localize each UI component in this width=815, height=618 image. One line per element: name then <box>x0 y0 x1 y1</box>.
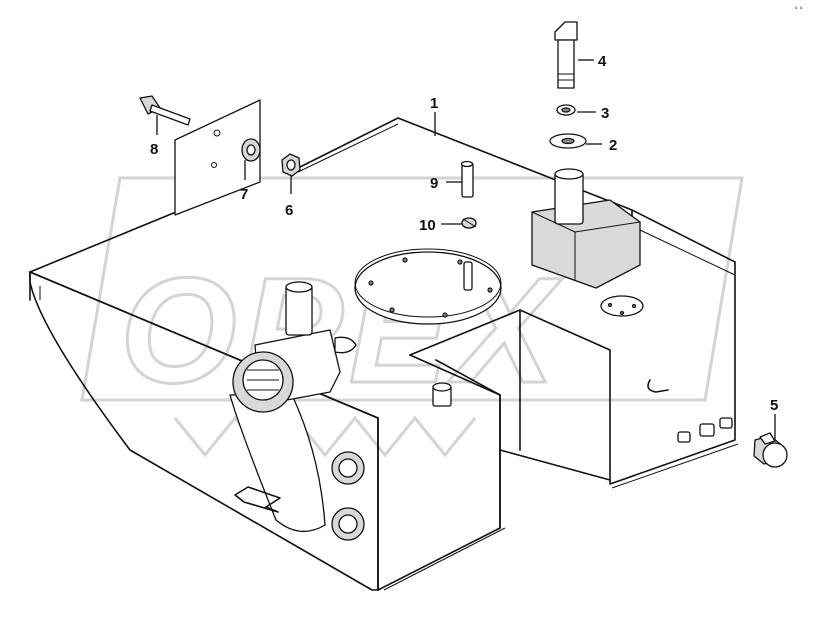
boss-fitting <box>432 382 452 407</box>
pin-part-9 <box>460 160 474 198</box>
valve-part-5 <box>753 432 788 468</box>
rod-below-clip <box>463 261 473 291</box>
callout-10: 10 <box>419 217 436 234</box>
carry-handle <box>234 486 281 513</box>
filler-cap-assembly <box>229 281 357 532</box>
washer-part-7 <box>241 138 261 162</box>
callout-6: 6 <box>285 202 293 219</box>
small-cover-plate <box>600 295 644 317</box>
drain-fittings <box>677 417 733 443</box>
fuel-tank-body <box>29 117 739 591</box>
callout-9: 9 <box>430 175 438 192</box>
leader-lines <box>156 59 776 440</box>
mounting-bracket <box>174 99 261 216</box>
callout-2: 2 <box>609 137 617 154</box>
bolt-part-8 <box>139 95 191 126</box>
lock-washer-part-3 <box>556 104 576 116</box>
callout-5: 5 <box>770 397 778 414</box>
bolt-part-4 <box>554 21 578 89</box>
flat-washer-part-2 <box>549 133 587 149</box>
nut-part-6 <box>281 153 301 177</box>
corner-mark: ⸗ ⸗ <box>795 3 803 12</box>
filler-neck-housing <box>531 168 641 289</box>
callout-3: 3 <box>601 105 609 122</box>
side-ports <box>331 451 365 541</box>
callout-7: 7 <box>240 186 248 203</box>
clip-part-10 <box>461 217 477 229</box>
callout-1: 1 <box>430 95 438 112</box>
hook <box>647 379 669 393</box>
callout-8: 8 <box>150 141 158 158</box>
callout-4: 4 <box>598 53 607 70</box>
